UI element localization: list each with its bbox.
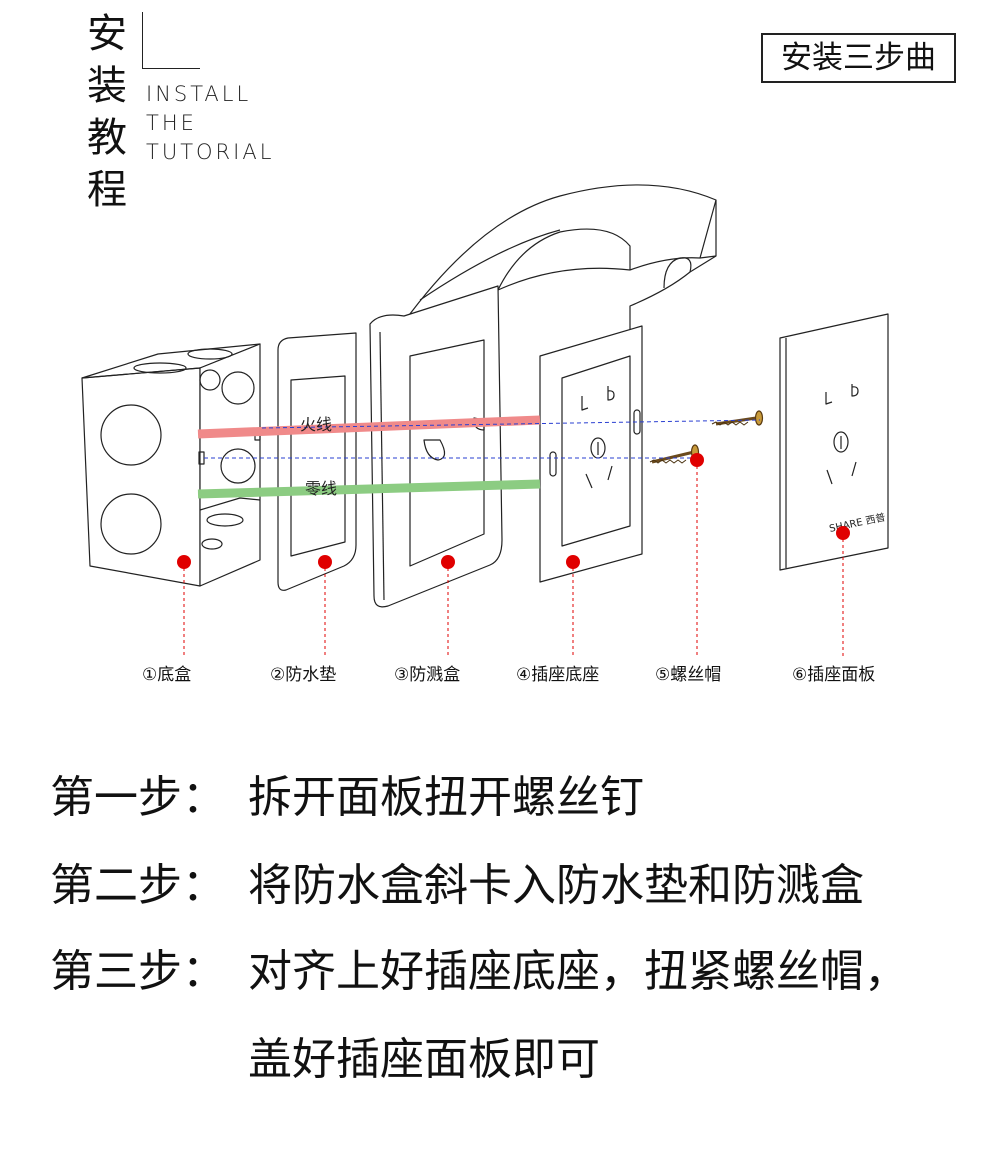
marker-dot	[177, 555, 191, 569]
title-char: 教	[87, 115, 127, 161]
marker-dot	[566, 555, 580, 569]
part-label-gasket: ②防水垫	[270, 665, 336, 685]
neutral-wire-label: 零线	[305, 479, 337, 498]
title-chinese: 安 装 教 程	[80, 8, 134, 216]
marker-dot	[690, 453, 704, 467]
part-label-face-plate: ⑥插座面板	[792, 665, 875, 685]
socket-base	[539, 325, 643, 583]
title-char: 安	[87, 11, 127, 57]
markers	[177, 453, 850, 569]
title-english-line: INSTALL	[146, 82, 252, 106]
part-label-back-box: ①底盒	[142, 665, 191, 685]
step-text: 拆开面板扭开螺丝钉	[248, 772, 644, 823]
live-wire-label: 火线	[300, 415, 332, 434]
waterproof-gasket	[277, 332, 357, 591]
exploded-diagram: 火线 零线 SHARE 西普 ①底盒 ②防水垫 ③防溅盒 ④插座底座 ⑤螺丝帽 …	[81, 184, 889, 685]
leader-lines	[183, 460, 844, 656]
part-label-splash-box: ③防溅盒	[394, 665, 460, 685]
step-2: 第二步： 将防水盒斜卡入防水垫和防溅盒	[50, 856, 864, 916]
title-english: INSTALL THE TUTORIAL	[146, 80, 274, 167]
screws	[649, 410, 764, 464]
badge-three-steps: 安装三步曲	[761, 33, 956, 83]
step-text: 将防水盒斜卡入防水垫和防溅盒	[248, 860, 864, 911]
splash-box	[369, 184, 717, 608]
back-box	[81, 343, 261, 587]
step-text: 对齐上好插座底座，扭紧螺丝帽，	[248, 946, 908, 997]
face-plate	[779, 313, 889, 571]
title-divider-vertical	[142, 12, 143, 68]
marker-dot	[836, 526, 850, 540]
step-3-continued: 盖好插座面板即可	[248, 1034, 600, 1085]
step-label: 第三步：	[50, 946, 226, 997]
part-label-screws: ⑤螺丝帽	[655, 665, 721, 685]
title-english-line: THE	[146, 111, 197, 135]
step-3: 第三步： 对齐上好插座底座，扭紧螺丝帽，	[50, 942, 908, 1002]
title-char: 装	[87, 63, 127, 109]
step-label: 第一步：	[50, 772, 226, 823]
title-divider-horizontal	[142, 68, 200, 69]
wires	[197, 415, 761, 499]
guide-line-upper	[261, 419, 761, 429]
neutral-wire	[197, 479, 541, 499]
part-label-socket-base: ④插座底座	[516, 665, 599, 685]
title-english-line: TUTORIAL	[146, 140, 275, 164]
step-1: 第一步： 拆开面板扭开螺丝钉	[50, 768, 644, 828]
marker-dot	[441, 555, 455, 569]
step-label: 第二步：	[50, 860, 226, 911]
live-wire	[197, 415, 541, 439]
marker-dot	[318, 555, 332, 569]
title-char: 程	[87, 167, 127, 213]
